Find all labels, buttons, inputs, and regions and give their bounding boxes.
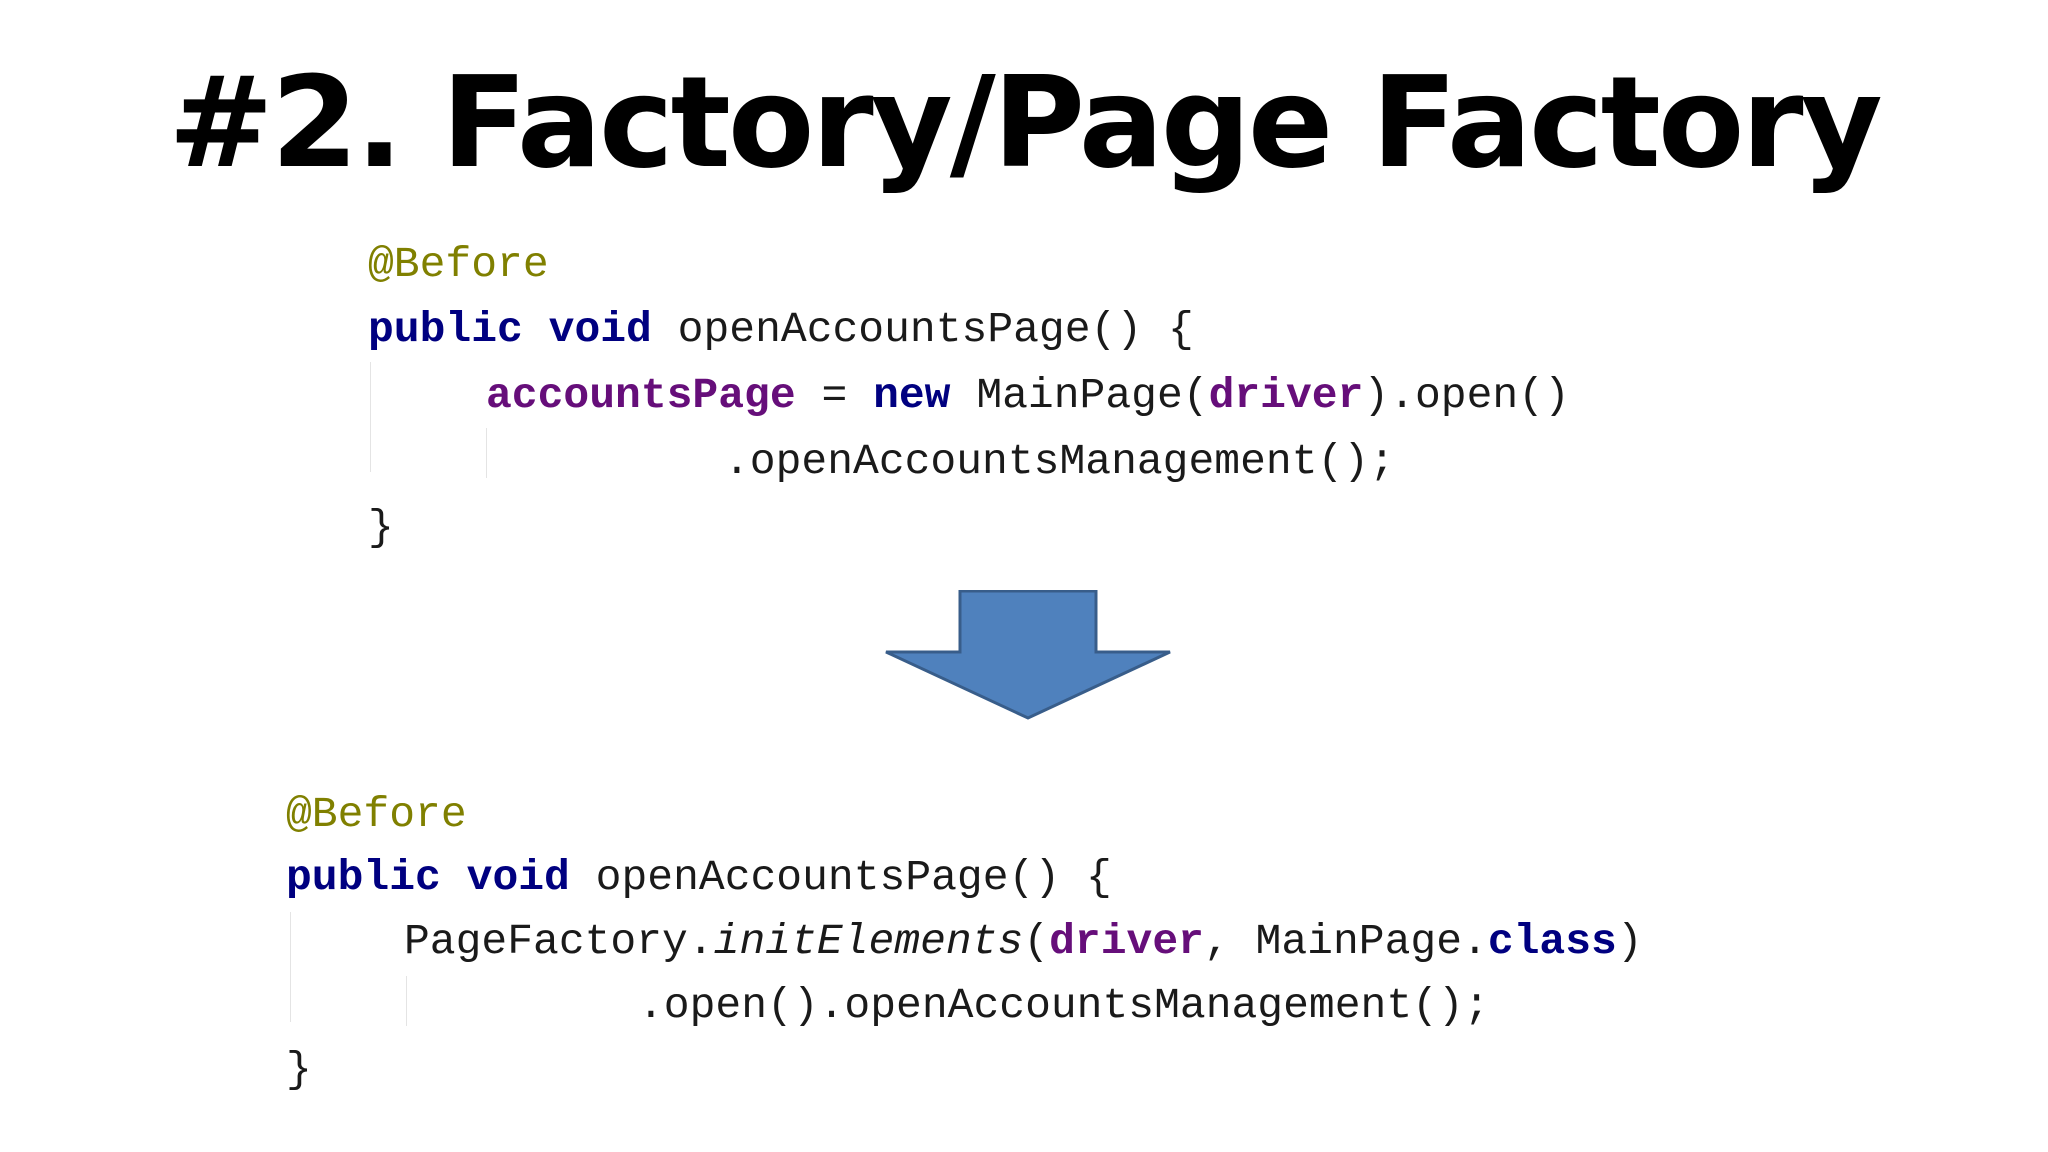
method-signature: openAccountsPage() { — [677, 305, 1194, 354]
code-line-init-elements: PageFactory.initElements(driver, MainPag… — [404, 909, 1643, 975]
method-signature: openAccountsPage() { — [595, 853, 1112, 902]
code-line-chain: .open().openAccountsManagement(); — [638, 973, 1490, 1039]
chained-call: .open().openAccountsManagement(); — [638, 981, 1490, 1030]
code-line-close-brace: } — [368, 495, 394, 561]
keyword-class: class — [1487, 917, 1617, 966]
keyword-void: void — [466, 853, 570, 902]
code-line-annotation: @Before — [368, 232, 549, 298]
annotation-token: @Before — [368, 240, 549, 289]
down-arrow-shape — [885, 590, 1171, 720]
class-reference: PageFactory. — [404, 917, 714, 966]
indent-guide — [406, 976, 407, 1026]
argument-token: driver — [1208, 371, 1364, 420]
close-brace: } — [368, 503, 394, 552]
field-token: accountsPage — [486, 371, 796, 420]
static-method-token: initElements — [713, 917, 1024, 966]
slide-title: #2. Factory/Page Factory — [168, 49, 1882, 196]
method-chain: ).open() — [1363, 371, 1570, 420]
code-line-annotation: @Before — [286, 782, 467, 848]
indent-guide — [290, 912, 291, 1022]
keyword-public: public — [368, 305, 523, 354]
keyword-public: public — [286, 853, 441, 902]
chained-call: .openAccountsManagement(); — [724, 437, 1395, 486]
code-line-method-signature: public void openAccountsPage() { — [368, 297, 1194, 363]
keyword-void: void — [548, 305, 652, 354]
assign-operator: = — [795, 371, 874, 420]
close-paren: ) — [1616, 917, 1643, 966]
code-line-close-brace: } — [286, 1037, 312, 1103]
constructor-call: MainPage( — [976, 371, 1209, 420]
indent-guide — [370, 362, 371, 472]
close-brace: } — [286, 1045, 312, 1094]
argument-token: driver — [1049, 917, 1204, 966]
code-line-method-signature: public void openAccountsPage() { — [286, 845, 1112, 911]
code-block-before: @Before public void openAccountsPage() {… — [368, 232, 1768, 572]
argument-separator: , MainPage. — [1203, 917, 1488, 966]
down-arrow-icon — [885, 590, 1171, 720]
indent-guide — [486, 428, 487, 478]
annotation-token: @Before — [286, 790, 467, 839]
code-block-after: @Before public void openAccountsPage() {… — [286, 782, 1806, 1102]
code-line-chain: .openAccountsManagement(); — [724, 429, 1395, 495]
open-paren: ( — [1023, 917, 1050, 966]
code-line-assignment: accountsPage = new MainPage(driver).open… — [486, 363, 1570, 429]
keyword-new: new — [873, 371, 951, 420]
